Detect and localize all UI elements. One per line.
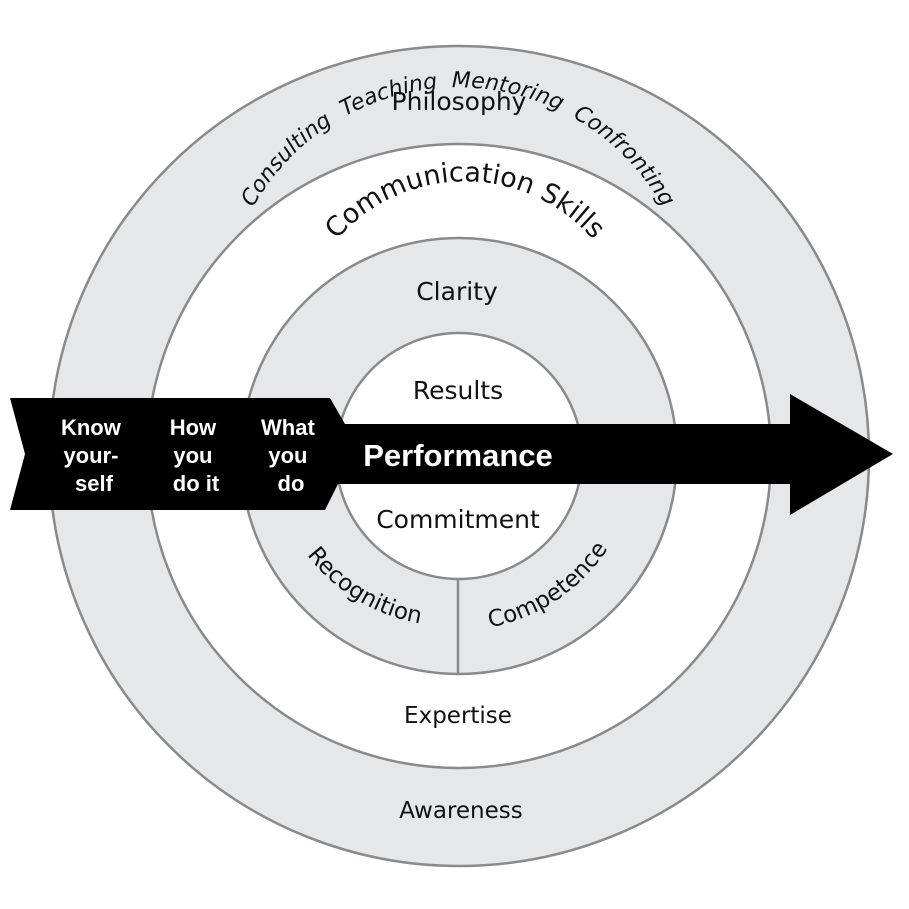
svg-text:How you do it: How you do it bbox=[170, 415, 223, 496]
expertise-label: Expertise bbox=[404, 703, 512, 729]
svg-text:Know your- self: Know your- self bbox=[61, 415, 127, 496]
philosophy-label: Philosophy bbox=[392, 87, 527, 116]
performance-arrow bbox=[10, 394, 893, 515]
arrow-segment-how-you-do-it: How you do it bbox=[170, 415, 223, 496]
clarity-label: Clarity bbox=[416, 277, 498, 306]
awareness-label: Awareness bbox=[399, 798, 523, 824]
svg-text:What you do: What you do bbox=[261, 415, 321, 496]
performance-label: Performance bbox=[363, 438, 553, 473]
commitment-label: Commitment bbox=[376, 505, 540, 534]
arrow-segment-what-you-do: What you do bbox=[261, 415, 321, 496]
arrow-segment-know-yourself: Know your- self bbox=[61, 415, 127, 496]
results-label: Results bbox=[413, 376, 503, 405]
